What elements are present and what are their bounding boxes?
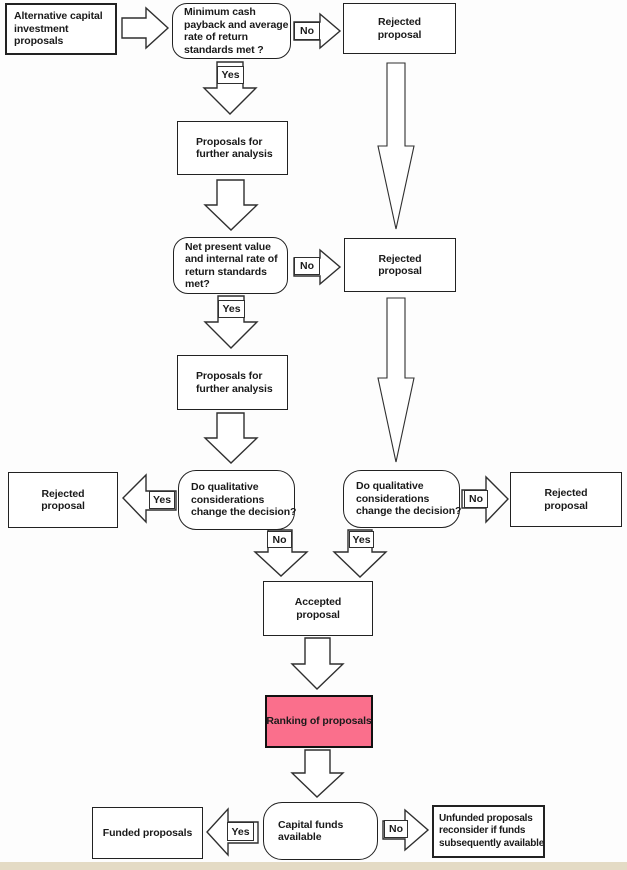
page-edge-strip — [0, 862, 627, 870]
node-unfunded-proposals: Unfunded proposals reconsider if funds s… — [432, 805, 545, 858]
node-capital-funds-available-decision: Capital funds available — [263, 802, 378, 860]
edge-label-no-qualright: No — [464, 490, 488, 508]
node-label: Do qualitative considerations change the… — [191, 481, 297, 519]
node-rejected-proposal-top: Rejected proposal — [343, 3, 456, 54]
node-qualitative-decision-right: Do qualitative considerations change the… — [343, 470, 462, 528]
node-label: Minimum cash payback and average rate of… — [184, 6, 289, 56]
node-accepted-proposal: Accepted proposal — [263, 581, 373, 636]
arrow-accepted-to-ranking — [290, 637, 345, 690]
edge-label-yes-qualright: Yes — [349, 531, 374, 548]
node-label: Do qualitative considerations change the… — [356, 480, 462, 518]
node-npv-irr-decision: Net present value and internal rate of r… — [173, 237, 288, 294]
node-label: Proposals for further analysis — [196, 135, 273, 161]
edge-label-yes-capitalfunds: Yes — [227, 822, 254, 841]
node-funded-proposals: Funded proposals — [92, 807, 203, 859]
node-rejected-proposal-right: Rejected proposal — [510, 472, 622, 527]
arrow-altcapital-to-mincash — [121, 6, 170, 50]
edge-label-yes-qualleft: Yes — [149, 491, 175, 509]
node-rejected-proposal-left: Rejected proposal — [8, 472, 118, 528]
node-label: Rejected proposal — [378, 252, 422, 278]
node-qualitative-decision-left: Do qualitative considerations change the… — [178, 470, 297, 530]
node-rejected-proposal-mid: Rejected proposal — [344, 238, 456, 292]
node-label: Rejected proposal — [377, 16, 422, 41]
node-label: Unfunded proposals reconsider if funds s… — [439, 812, 545, 849]
edge-label-no-mincash: No — [294, 22, 320, 40]
edge-label-no-npv: No — [294, 257, 320, 275]
node-label: Accepted proposal — [294, 596, 342, 621]
edge-label-no-capitalfunds: No — [384, 820, 408, 838]
node-label: Net present value and internal rate of r… — [185, 240, 278, 291]
node-ranking-of-proposals: Ranking of proposals — [265, 695, 373, 748]
edge-label-yes-mincash: Yes — [217, 66, 244, 84]
edge-label-yes-npv: Yes — [218, 300, 245, 318]
arrow-ranking-to-capitalfunds — [290, 749, 345, 798]
arrow-rejected-mid-to-qualitative-right — [377, 297, 415, 463]
node-label: Rejected proposal — [41, 487, 85, 513]
node-label: Alternative capital investment proposals — [14, 10, 103, 48]
node-minimum-cash-payback-decision: Minimum cash payback and average rate of… — [172, 3, 291, 59]
node-label: Funded proposals — [102, 826, 193, 839]
node-label: Proposals for further analysis — [196, 370, 273, 395]
node-proposals-further-analysis-2: Proposals for further analysis — [177, 355, 288, 410]
node-label: Capital funds available — [278, 818, 344, 844]
node-label: Rejected proposal — [544, 487, 588, 512]
arrow-proposals1-to-npv — [203, 179, 259, 231]
node-proposals-further-analysis-1: Proposals for further analysis — [177, 121, 288, 175]
edge-label-no-qualleft: No — [267, 531, 292, 548]
arrow-rejected-top-to-rejected-mid — [377, 62, 415, 230]
node-alternative-capital-proposals: Alternative capital investment proposals — [5, 3, 117, 55]
node-label: Ranking of proposals — [266, 715, 372, 728]
arrow-proposals2-to-qualitative-left — [203, 412, 259, 464]
